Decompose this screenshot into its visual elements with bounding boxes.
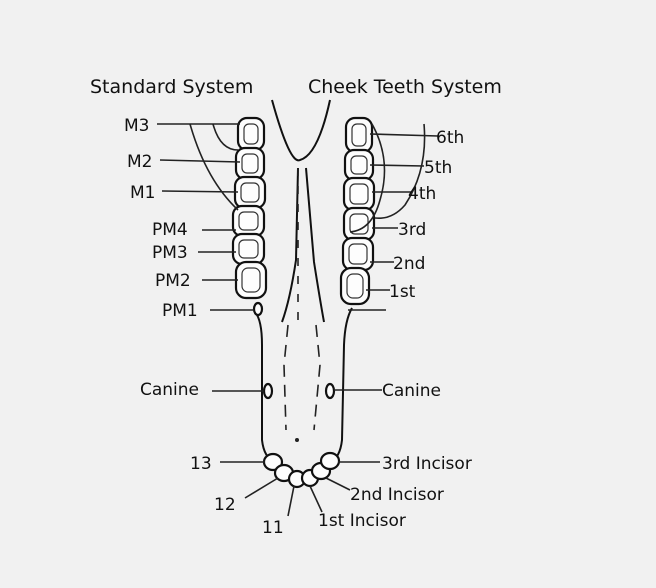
label-i1: 11	[262, 518, 284, 538]
label-6th: 6th	[436, 128, 464, 148]
label-canine-left: Canine	[140, 380, 199, 400]
i1-leader	[287, 485, 295, 517]
right-dashed-suture	[313, 324, 321, 431]
right-4th-tooth	[342, 176, 376, 212]
incisive-foramen	[295, 438, 299, 442]
left-canine-tooth	[262, 382, 274, 400]
right-palate-ridge	[305, 167, 325, 323]
sixth-leader	[369, 133, 439, 137]
left-pm3-tooth	[231, 232, 266, 266]
left-leader-lines	[157, 123, 295, 517]
cheek-teeth-system-heading: Cheek Teeth System	[308, 76, 502, 98]
standard-arc-2	[212, 123, 239, 151]
right-3rd-tooth	[342, 206, 376, 242]
left-pm4-tooth	[231, 204, 266, 238]
label-3rd: 3rd	[398, 220, 426, 240]
label-canine-right: Canine	[382, 381, 441, 401]
left-m2-tooth	[234, 146, 266, 181]
label-4th: 4th	[408, 184, 436, 204]
i2-leader	[244, 477, 279, 499]
left-m1-tooth	[233, 175, 267, 210]
left-dashed-suture	[283, 324, 289, 431]
right-leader-lines	[309, 123, 439, 513]
label-i3: 13	[190, 454, 212, 474]
right-5th-tooth	[343, 148, 375, 182]
label-1st: 1st	[389, 282, 416, 302]
label-pm1: PM1	[162, 301, 198, 321]
label-i2: 12	[214, 495, 236, 515]
left-pm1-tooth	[252, 301, 264, 317]
standard-arc-1	[189, 123, 239, 211]
second-incisor-leader	[325, 477, 351, 491]
left-m3-tooth	[236, 116, 266, 152]
label-pm3: PM3	[152, 243, 188, 263]
label-5th: 5th	[424, 158, 452, 178]
fifth-leader	[369, 164, 425, 167]
label-m3: M3	[124, 116, 149, 136]
standard-system-heading: Standard System	[90, 76, 253, 98]
cheek-arc-1	[349, 123, 386, 233]
label-m1: M1	[130, 183, 155, 203]
label-pm2: PM2	[155, 271, 191, 291]
jaw-outline	[254, 99, 353, 463]
left-palate-ridge	[281, 167, 299, 323]
incisor-arcade	[262, 451, 341, 489]
label-3rd-incisor: 3rd Incisor	[382, 454, 472, 474]
right-cheek-teeth	[339, 116, 376, 306]
left-cheek-teeth	[231, 116, 268, 317]
label-2nd: 2nd	[393, 254, 425, 274]
m1-leader	[161, 190, 239, 193]
label-pm4: PM4	[152, 220, 188, 240]
right-2nd-tooth	[341, 236, 375, 272]
m2-leader	[159, 159, 241, 163]
label-1st-incisor: 1st Incisor	[318, 511, 406, 531]
first-incisor-leader	[309, 485, 323, 513]
right-canine-tooth	[324, 382, 336, 400]
label-m2: M2	[127, 152, 152, 172]
right-6th-tooth	[344, 116, 374, 154]
right-i3-tooth	[319, 451, 341, 471]
cheek-arc-2	[374, 123, 426, 220]
palate-notch	[271, 99, 331, 162]
label-2nd-incisor: 2nd Incisor	[350, 485, 444, 505]
